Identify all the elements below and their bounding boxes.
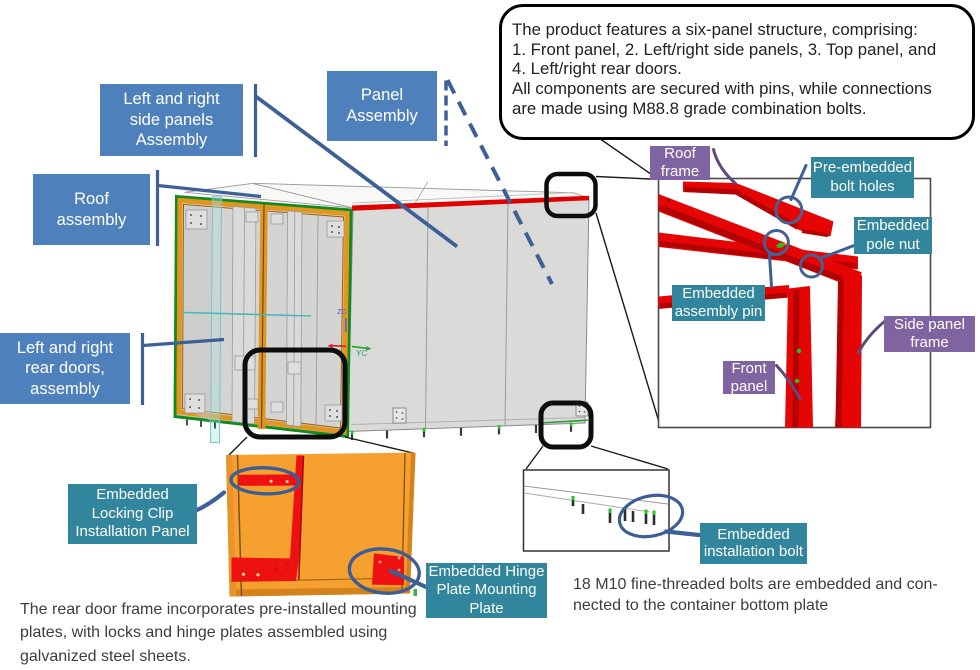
svg-text:YC: YC xyxy=(356,349,367,358)
svg-text:ZC: ZC xyxy=(337,307,348,316)
